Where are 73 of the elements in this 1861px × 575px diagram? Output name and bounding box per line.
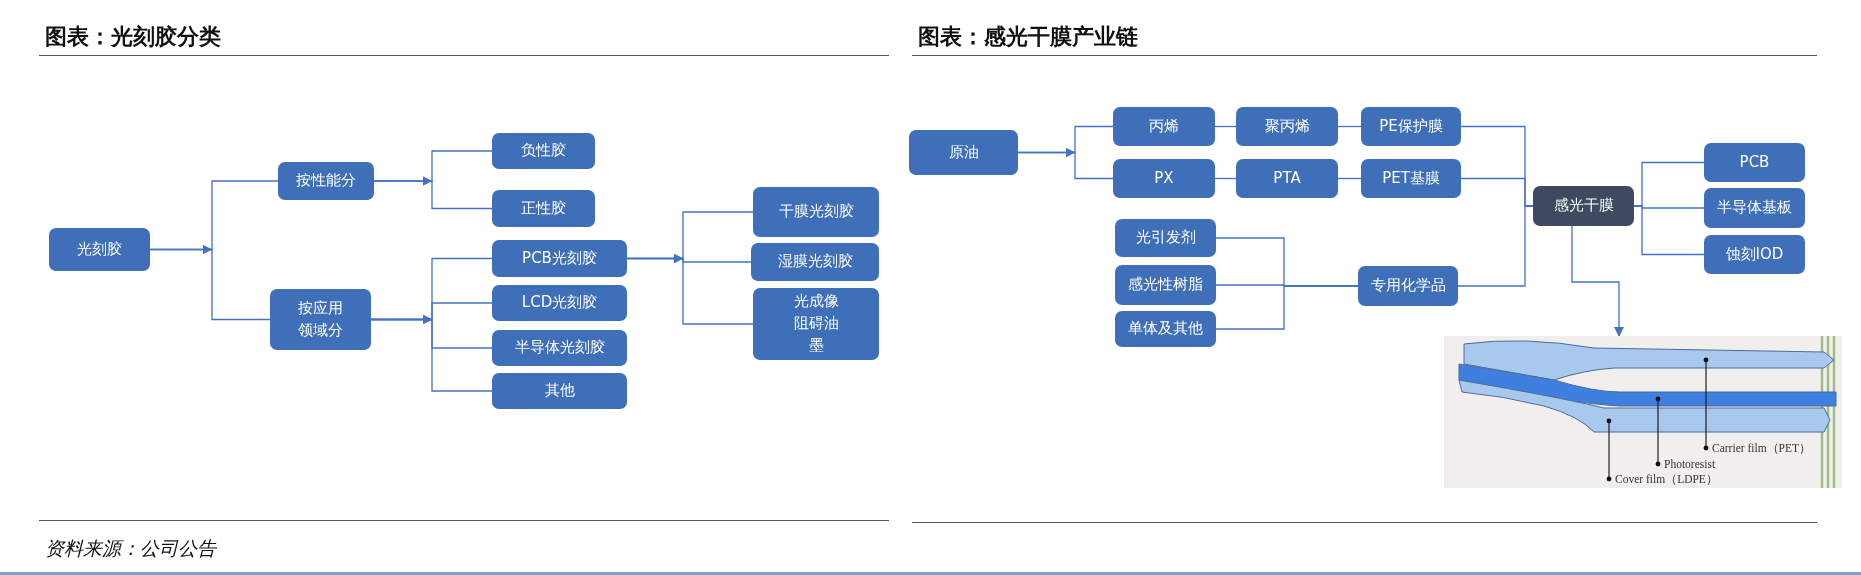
connector-arrow bbox=[370, 315, 493, 392]
connector-arrow bbox=[1571, 225, 1624, 337]
process-box bbox=[49, 228, 150, 271]
figure-heading: 图表：感光干膜产业链 bbox=[918, 23, 1138, 51]
box-label: PCB bbox=[1739, 151, 1770, 173]
leader-line bbox=[1655, 396, 1661, 467]
box-label: PCB光刻胶 bbox=[522, 247, 597, 269]
process-box bbox=[909, 130, 1018, 175]
box-label: 单体及其他 bbox=[1128, 318, 1203, 340]
box-label: 感光性树脂 bbox=[1128, 274, 1203, 296]
leader-line bbox=[1606, 418, 1612, 482]
box-label: 专用化学品 bbox=[1370, 275, 1446, 297]
figure-heading: 图表：光刻胶分类 bbox=[45, 23, 221, 51]
box-label: 负性胶 bbox=[521, 140, 566, 162]
film-layer bbox=[1463, 340, 1835, 381]
process-box bbox=[753, 187, 879, 237]
box-label: PX bbox=[1154, 167, 1174, 189]
connector-arrow bbox=[626, 254, 754, 325]
box-label: 半导体光刻胶 bbox=[514, 337, 605, 359]
film-structure-drawing bbox=[1444, 336, 1842, 488]
film-layer bbox=[1458, 379, 1831, 433]
connector-arrow bbox=[149, 245, 271, 321]
source-note: 资料来源：公司公告 bbox=[45, 536, 216, 561]
process-box bbox=[1361, 159, 1461, 198]
box-label: 按应用领域分 bbox=[297, 297, 344, 341]
box-label: 蚀刻IOD bbox=[1725, 243, 1784, 265]
film-layer bbox=[1458, 363, 1837, 407]
box-label: 原油 bbox=[948, 141, 979, 163]
process-box bbox=[492, 330, 627, 366]
box-label: 正性胶 bbox=[521, 197, 566, 219]
process-box bbox=[270, 289, 371, 350]
box-label: 感光干膜 bbox=[1553, 195, 1614, 217]
box-label: PET基膜 bbox=[1382, 167, 1440, 189]
box-label: 光成像阻碍油墨 bbox=[792, 291, 840, 356]
connector-arrow bbox=[1017, 148, 1114, 180]
box-label: 光引发剂 bbox=[1135, 227, 1196, 249]
process-box bbox=[492, 373, 627, 409]
box-label: 半导体基板 bbox=[1717, 197, 1792, 219]
process-box bbox=[1704, 235, 1805, 274]
callout-label: Photoresist bbox=[1658, 456, 1748, 472]
box-label: 聚丙烯 bbox=[1264, 115, 1310, 137]
process-box bbox=[1533, 186, 1634, 226]
process-box bbox=[1113, 107, 1215, 146]
box-label: 湿膜光刻胶 bbox=[777, 251, 853, 273]
box-label: 其他 bbox=[544, 380, 575, 402]
process-box bbox=[1704, 143, 1805, 182]
process-box bbox=[1704, 188, 1805, 228]
process-box bbox=[751, 243, 879, 281]
process-box bbox=[1115, 219, 1216, 257]
process-box bbox=[1361, 107, 1461, 146]
process-box bbox=[753, 288, 879, 360]
process-box bbox=[492, 285, 627, 321]
process-box bbox=[1358, 266, 1458, 306]
box-label: PE保护膜 bbox=[1379, 115, 1443, 137]
process-box bbox=[492, 240, 627, 277]
process-box bbox=[492, 190, 595, 227]
box-label: 干膜光刻胶 bbox=[778, 201, 854, 223]
box-label: 按性能分 bbox=[296, 170, 356, 192]
process-box bbox=[1236, 107, 1338, 146]
box-label: LCD光刻胶 bbox=[521, 292, 598, 314]
process-box bbox=[1115, 311, 1216, 347]
callout-label: Carrier film（PET） bbox=[1706, 440, 1836, 456]
process-box bbox=[1113, 159, 1215, 198]
callout-label: Cover film（LDPE） bbox=[1609, 471, 1739, 487]
box-label: 丙烯 bbox=[1149, 115, 1179, 137]
box-label: 光刻胶 bbox=[77, 238, 122, 260]
process-box bbox=[1115, 265, 1216, 305]
process-box bbox=[492, 133, 595, 169]
process-box bbox=[1236, 159, 1338, 198]
process-box bbox=[278, 162, 374, 200]
leader-line bbox=[1703, 357, 1709, 451]
box-label: PTA bbox=[1273, 167, 1301, 189]
connector-arrow bbox=[373, 176, 493, 210]
